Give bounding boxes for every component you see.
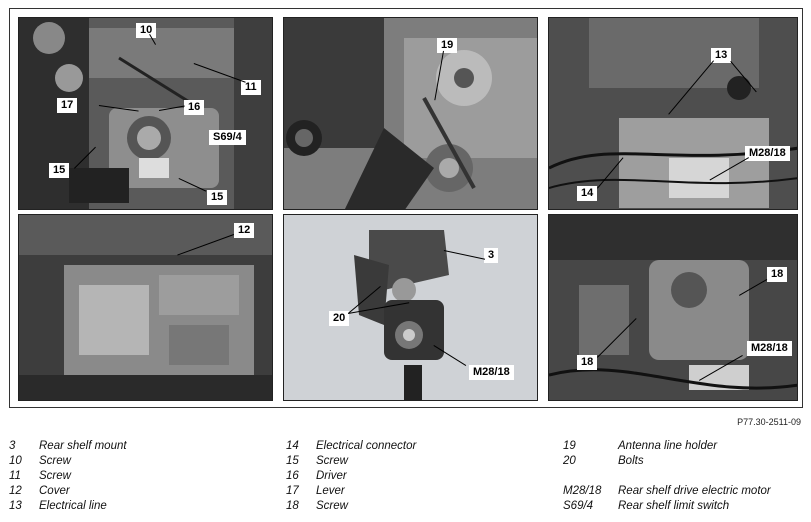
legend-item-number: S69/4 [563, 500, 594, 512]
photo-top-right-image [549, 18, 797, 209]
photo-top-center-image [284, 18, 537, 209]
legend-item-description: Bolts [618, 455, 644, 467]
legend-item-description: Screw [316, 455, 348, 467]
callout-18a: 18 [767, 267, 788, 282]
legend-item-description: Screw [39, 455, 71, 467]
callout-3: 3 [484, 248, 499, 263]
callout-S69-4: S69/4 [209, 130, 246, 145]
legend-item: 14 Electrical connector [286, 440, 416, 455]
legend-item: 20 Bolts [563, 455, 771, 470]
legend-item-number: 10 [9, 455, 22, 467]
legend-item-description: Cover [39, 485, 70, 497]
legend-item-description: Screw [39, 470, 71, 482]
callout-15a: 15 [49, 163, 70, 178]
photo-panel-bottom-center: 3 20 M28/18 [283, 214, 538, 401]
legend-item-number: 20 [563, 455, 576, 467]
legend-item-description: Driver [316, 470, 347, 482]
legend-item-number: M28/18 [563, 485, 602, 497]
photo-panel-top-right: 13 M28/18 14 [548, 17, 798, 210]
legend-item-number: 16 [286, 470, 299, 482]
legend-item-number: 3 [9, 440, 16, 452]
callout-15b: 15 [207, 190, 228, 205]
legend-item: 17 Lever [286, 485, 416, 500]
legend-item: 15 Screw [286, 455, 416, 470]
legend-item-description: Rear shelf mount [39, 440, 127, 452]
legend-item-number: 17 [286, 485, 299, 497]
legend-item-number: 18 [286, 500, 299, 512]
callout-10: 10 [136, 23, 157, 38]
legend-item: 3 Rear shelf mount [9, 440, 127, 455]
callout-17: 17 [57, 98, 78, 113]
legend-item-number: 11 [9, 470, 21, 482]
callout-11: 11 [241, 80, 261, 95]
legend-item-description: Electrical connector [316, 440, 417, 452]
photo-panel-top-left: 10 11 17 16 S69/4 15 15 [18, 17, 273, 210]
legend-item-number: 14 [286, 440, 299, 452]
legend-item: 16 Driver [286, 470, 416, 485]
legend-item-number: 15 [286, 455, 299, 467]
legend-item-description: Electrical line [39, 500, 107, 512]
legend-item: 11 Screw [9, 470, 127, 485]
callout-16: 16 [184, 100, 205, 115]
callout-M28-18: M28/18 [469, 365, 514, 380]
legend-spacer [563, 470, 771, 485]
callout-M28-18: M28/18 [747, 341, 792, 356]
photo-panel-bottom-left: 12 [18, 214, 273, 401]
legend-item: 19 Antenna line holder [563, 440, 771, 455]
legend-item-description: Lever [316, 485, 345, 497]
legend-item-number: 13 [9, 500, 22, 512]
legend-item: S69/4 Rear shelf limit switch [563, 500, 771, 515]
legend-item: 10 Screw [9, 455, 127, 470]
legend-item: M28/18 Rear shelf drive electric motor [563, 485, 771, 500]
photo-bottom-left-image [19, 215, 272, 400]
photo-panel-bottom-right: 18 18 M28/18 [548, 214, 798, 401]
callout-14: 14 [577, 186, 598, 201]
photo-bottom-right-image [549, 215, 797, 400]
figure-code: P77.30-2511-09 [737, 417, 801, 427]
legend-item: 12 Cover [9, 485, 127, 500]
callout-13: 13 [711, 48, 732, 63]
legend-item: 13 Electrical line [9, 500, 127, 515]
legend-item-description: Antenna line holder [618, 440, 718, 452]
callout-18b: 18 [577, 355, 598, 370]
figure-frame: 10 11 17 16 S69/4 15 15 19 [9, 8, 803, 408]
callout-19: 19 [437, 38, 458, 53]
callout-12: 12 [234, 223, 255, 238]
legend-item-description: Rear shelf limit switch [618, 500, 730, 512]
photo-top-left-image [19, 18, 272, 209]
legend-item-number: 12 [9, 485, 22, 497]
legend-item: 18 Screw [286, 500, 416, 515]
legend-item-description: Rear shelf drive electric motor [618, 485, 771, 497]
legend-item-description: Screw [316, 500, 348, 512]
callout-20: 20 [329, 311, 350, 326]
legend-item-number: 19 [563, 440, 576, 452]
callout-M28-18: M28/18 [745, 146, 790, 161]
photo-panel-top-center: 19 [283, 17, 538, 210]
